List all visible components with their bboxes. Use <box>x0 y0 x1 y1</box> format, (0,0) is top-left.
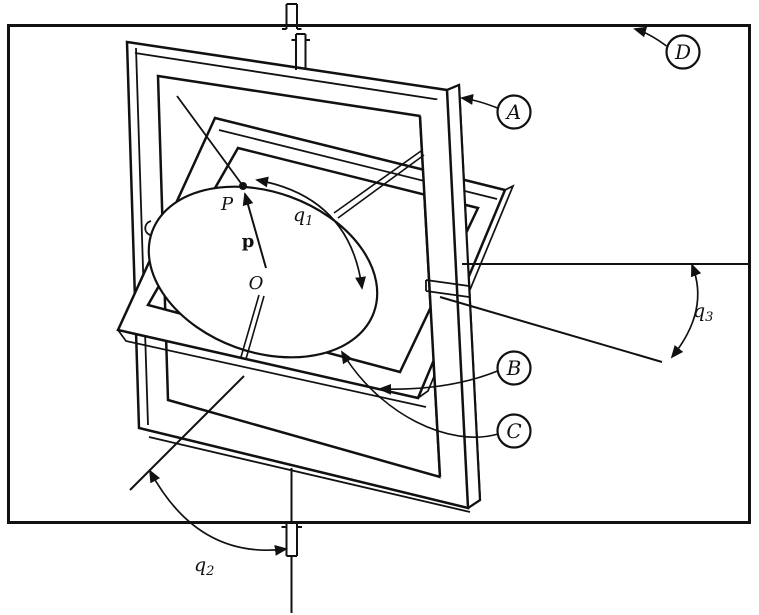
callout-d-label: D <box>674 40 691 64</box>
left-bearing-mark <box>144 220 152 236</box>
callout-d-leader <box>633 26 667 47</box>
p-vector-arrow <box>242 192 267 269</box>
callout-b-label: B <box>506 356 522 380</box>
spoke-rod-lower <box>240 294 265 360</box>
q3-axis-line <box>439 296 663 363</box>
q3-base: q <box>693 300 705 322</box>
q2-reference-line <box>129 375 245 491</box>
callout-a-leader <box>460 94 498 109</box>
q2-label: q2 <box>194 554 214 579</box>
callout-c-label: C <box>506 419 521 443</box>
q1-arc <box>255 176 366 290</box>
callout-c-leader <box>340 350 499 438</box>
q2-base: q <box>194 554 206 576</box>
angle-arcs <box>149 176 702 556</box>
q2-sub: 2 <box>205 564 214 579</box>
point-p-label: P <box>220 194 234 215</box>
q3-arc <box>670 263 702 359</box>
callout-b-circle <box>496 350 532 386</box>
q2-arc <box>149 469 288 556</box>
callout-d: D <box>633 26 701 70</box>
q3-sub: 3 <box>705 310 713 325</box>
right-bearing-clevis <box>425 279 470 298</box>
callout-d-circle <box>665 34 701 70</box>
callout-c: C <box>340 350 532 449</box>
callout-a-circle <box>496 94 532 130</box>
point-p-dot <box>239 182 247 190</box>
q3-label: q3 <box>693 300 713 325</box>
origin-label: O <box>249 273 264 294</box>
axis-lines <box>129 95 749 491</box>
q1-base: q <box>293 204 305 226</box>
callout-b: B <box>378 350 532 395</box>
top-pivot-pin-inner <box>291 33 310 70</box>
top-pivot-pin-outer <box>282 3 302 30</box>
p-vector-label: p <box>242 231 255 252</box>
q1-sub: 1 <box>305 214 313 229</box>
q1-label: q1 <box>293 204 313 229</box>
callout-a-label: A <box>505 100 521 124</box>
op-extension-line <box>176 95 244 187</box>
callout-b-leader <box>378 370 498 395</box>
labels: P O p q1 q2 q3 <box>194 194 713 579</box>
callout-a: A <box>460 94 532 130</box>
callout-c-circle <box>496 413 532 449</box>
